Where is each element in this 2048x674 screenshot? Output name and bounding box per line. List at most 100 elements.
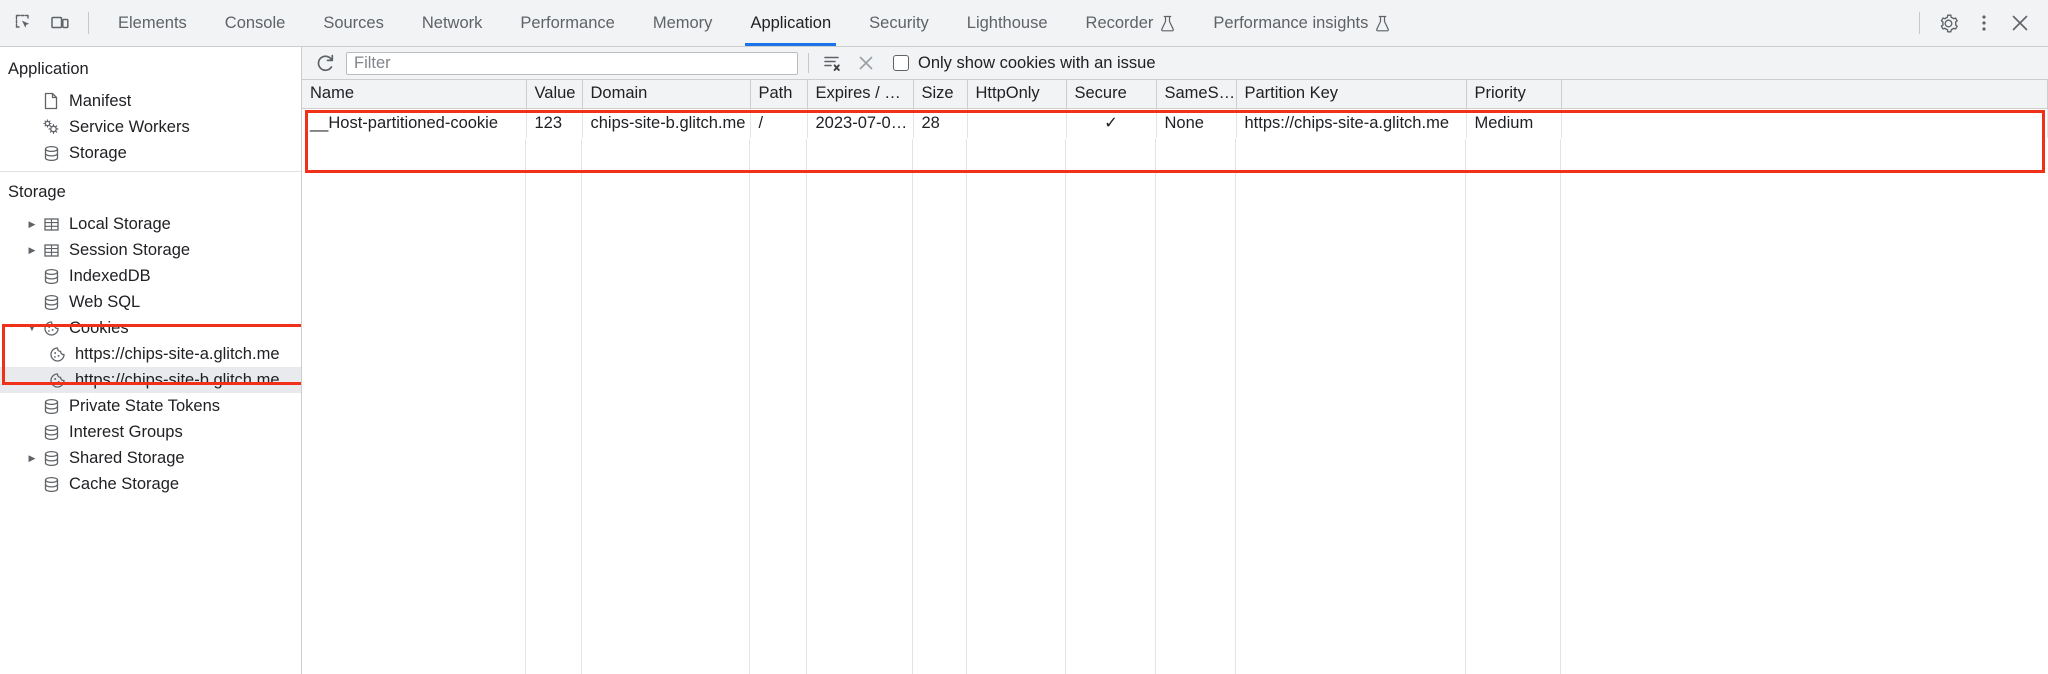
sidebar-item-label: Local Storage: [69, 214, 171, 233]
column-header-expires[interactable]: Expires / M…: [807, 80, 914, 109]
manifest-document-icon: [40, 92, 62, 110]
sidebar-item-session-storage[interactable]: ▶ Session Storage: [0, 237, 301, 263]
sidebar-item-label: https://chips-site-a.glitch.me: [75, 344, 280, 363]
clear-filter-icon[interactable]: [819, 50, 845, 76]
sidebar-item-label: Private State Tokens: [69, 396, 221, 415]
table-header-row: Name Value Domain Path Expires / M… Size…: [302, 80, 2048, 109]
kebab-menu-icon[interactable]: [1966, 5, 2002, 41]
sidebar-item-web-sql[interactable]: ▶ Web SQL: [0, 289, 301, 315]
only-show-issues-checkbox[interactable]: Only show cookies with an issue: [893, 54, 1156, 73]
sidebar-item-storage[interactable]: ▶ Storage: [0, 140, 301, 166]
panel-tabs: Elements Console Sources Network Perform…: [99, 0, 1409, 46]
sidebar-item-shared-storage[interactable]: ▶ Shared Storage: [0, 445, 301, 471]
sidebar-item-manifest[interactable]: ▶ Manifest: [0, 88, 301, 114]
cell-httponly: [967, 108, 1067, 138]
cell-priority: Medium: [1466, 108, 1562, 138]
sidebar-item-cookies-site-a[interactable]: https://chips-site-a.glitch.me: [0, 341, 301, 367]
chevron-down-icon[interactable]: ▼: [27, 323, 37, 333]
sidebar-item-cookies[interactable]: ▼ Cookies: [0, 315, 301, 341]
tab-sources[interactable]: Sources: [304, 0, 403, 46]
column-header-path[interactable]: Path: [750, 80, 808, 109]
sidebar-item-label: Service Workers: [69, 117, 190, 136]
tab-network[interactable]: Network: [403, 0, 502, 46]
column-header-secure[interactable]: Secure: [1066, 80, 1157, 109]
table-column-rules: [302, 139, 2048, 674]
database-icon: [40, 267, 62, 285]
tab-label: Recorder: [1085, 13, 1154, 32]
tab-memory[interactable]: Memory: [634, 0, 732, 46]
clear-all-close-icon[interactable]: [853, 50, 879, 76]
column-header-samesite[interactable]: SameSite: [1156, 80, 1237, 109]
sidebar-item-label: Cache Storage: [69, 474, 180, 493]
sidebar-item-local-storage[interactable]: ▶ Local Storage: [0, 211, 301, 237]
tab-performance[interactable]: Performance: [501, 0, 633, 46]
column-header-priority[interactable]: Priority: [1466, 80, 1562, 109]
devtools-tabbar: Elements Console Sources Network Perform…: [0, 0, 2048, 47]
sidebar-item-label: Cookies: [69, 318, 129, 337]
database-icon: [40, 475, 62, 493]
sidebar-item-label: Manifest: [69, 91, 132, 110]
cell-path: /: [750, 108, 808, 138]
sidebar-item-interest-groups[interactable]: ▶ Interest Groups: [0, 419, 301, 445]
table-grid-icon: [40, 241, 62, 259]
panel-split: Application ▶ Manifest ▶: [0, 47, 2048, 674]
tab-label: Security: [869, 13, 929, 32]
inspect-element-icon[interactable]: [6, 5, 42, 41]
cell-domain: chips-site-b.glitch.me: [582, 108, 751, 138]
close-icon[interactable]: [2002, 5, 2038, 41]
gear-icon[interactable]: [1930, 5, 1966, 41]
chevron-right-icon[interactable]: ▶: [28, 452, 36, 463]
chevron-right-icon[interactable]: ▶: [28, 244, 36, 255]
toolbar-divider: [88, 12, 89, 34]
cell-size: 28: [913, 108, 968, 138]
refresh-icon[interactable]: [312, 50, 338, 76]
toolbar-divider: [1919, 12, 1920, 34]
table-row[interactable]: __Host-partitioned-cookie 123 chips-site…: [302, 108, 2048, 138]
cookies-table: Name Value Domain Path Expires / M… Size…: [302, 80, 2048, 138]
sidebar-item-private-state-tokens[interactable]: ▶ Private State Tokens: [0, 393, 301, 419]
column-header-domain[interactable]: Domain: [582, 80, 751, 109]
sidebar-divider: [0, 171, 301, 172]
database-icon: [40, 397, 62, 415]
sidebar-item-label: https://chips-site-b.glitch.me: [75, 370, 280, 389]
sidebar-section-title-application: Application: [8, 60, 89, 78]
tab-label: Network: [421, 13, 483, 32]
column-header-spacer: [1561, 80, 2048, 109]
column-header-size[interactable]: Size: [913, 80, 968, 109]
experiment-flask-icon: [1375, 15, 1390, 32]
tab-application[interactable]: Application: [731, 0, 850, 46]
tab-performance-insights[interactable]: Performance insights: [1194, 0, 1409, 46]
tab-console[interactable]: Console: [206, 0, 305, 46]
sidebar-item-label: Web SQL: [69, 292, 141, 311]
sidebar-item-label: Interest Groups: [69, 422, 183, 441]
device-toolbar-icon[interactable]: [42, 5, 78, 41]
cookie-icon: [46, 371, 68, 389]
tab-elements[interactable]: Elements: [99, 0, 206, 46]
experiment-flask-icon: [1160, 15, 1175, 32]
sidebar-item-label: Session Storage: [69, 240, 191, 259]
database-icon: [40, 144, 62, 162]
tab-label: Performance insights: [1213, 13, 1369, 32]
database-icon: [40, 423, 62, 441]
search-input[interactable]: [346, 51, 798, 75]
column-header-httponly[interactable]: HttpOnly: [967, 80, 1067, 109]
tab-security[interactable]: Security: [850, 0, 948, 46]
cell-partition-key: https://chips-site-a.glitch.me: [1236, 108, 1467, 138]
column-header-value[interactable]: Value: [526, 80, 583, 109]
tab-label: Elements: [118, 13, 187, 32]
sidebar-item-cookies-site-b[interactable]: https://chips-site-b.glitch.me: [0, 367, 301, 393]
checkbox-box[interactable]: [893, 55, 909, 71]
chevron-right-icon[interactable]: ▶: [28, 218, 36, 229]
tab-lighthouse[interactable]: Lighthouse: [948, 0, 1067, 46]
sidebar-item-cache-storage[interactable]: ▶ Cache Storage: [0, 471, 301, 497]
column-header-partition-key[interactable]: Partition Key: [1236, 80, 1467, 109]
sidebar-item-service-workers[interactable]: ▶ Service Workers: [0, 114, 301, 140]
cell-spacer: [1561, 108, 2048, 138]
column-header-name[interactable]: Name: [302, 80, 527, 109]
sidebar-item-indexeddb[interactable]: ▶ IndexedDB: [0, 263, 301, 289]
tab-recorder[interactable]: Recorder: [1067, 0, 1195, 46]
cell-value: 123: [526, 108, 583, 138]
toolbar-right-actions: [1909, 5, 2048, 41]
cell-name: __Host-partitioned-cookie: [302, 108, 527, 138]
cookie-icon: [40, 319, 62, 337]
